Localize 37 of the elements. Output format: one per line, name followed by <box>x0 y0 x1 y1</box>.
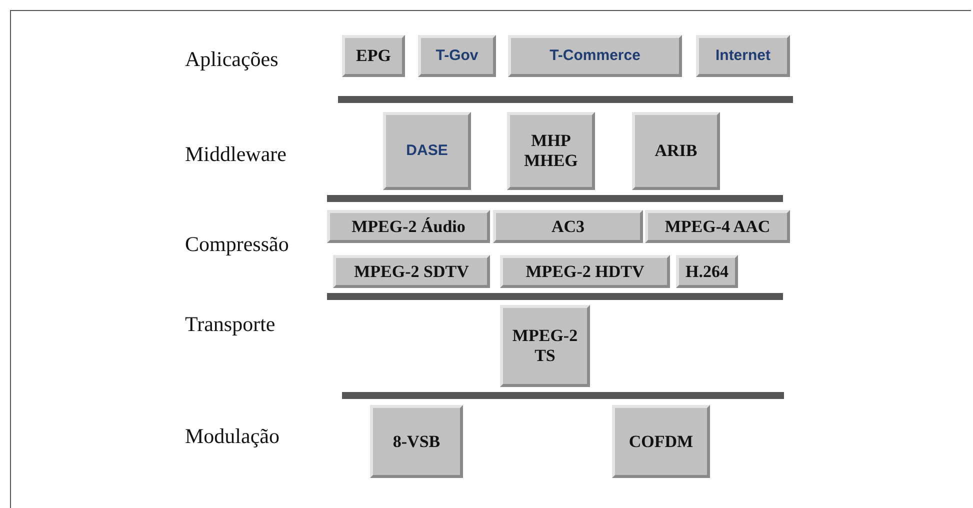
component-name: AC3 <box>551 216 585 236</box>
layer-component-box <box>507 112 595 190</box>
component-name: Internet <box>715 47 770 65</box>
component-name: 8-VSB <box>392 432 440 452</box>
component-name: T-Commerce <box>550 47 640 65</box>
component-name: MPEG-2 SDTV <box>354 262 469 282</box>
layer-component-box <box>342 35 405 77</box>
layer-component-box <box>676 255 738 288</box>
layer-name: Middleware <box>185 142 286 167</box>
layer-component-box <box>500 305 590 387</box>
layer-component-box <box>612 405 710 478</box>
layer-component-box <box>383 112 471 190</box>
layer-component-box <box>333 255 490 288</box>
layer-component-box <box>370 405 463 478</box>
layer-component-box <box>500 255 670 288</box>
layer-component-box <box>493 210 643 243</box>
layer-component-box <box>632 112 720 190</box>
layer-name: Modulação <box>185 424 280 449</box>
layer-component-box <box>418 35 496 77</box>
component-name: MHP MHEG <box>523 131 579 171</box>
component-name: ARIB <box>654 141 698 161</box>
component-name: MPEG-2 TS <box>511 326 579 366</box>
component-name: H.264 <box>686 262 728 282</box>
layer-component-box <box>696 35 790 77</box>
component-name: DASE <box>406 142 448 160</box>
layer-component-box <box>508 35 682 77</box>
layer-name: Transporte <box>185 312 276 337</box>
layer-name: Aplicações <box>185 47 278 72</box>
component-name: COFDM <box>628 432 694 452</box>
component-name: T-Gov <box>436 47 478 65</box>
layer-component-box <box>327 210 490 243</box>
layer-component-box <box>645 210 790 243</box>
component-name: MPEG-2 Áudio <box>352 216 466 236</box>
component-name: EPG <box>356 46 391 66</box>
component-name: MPEG-4 AAC <box>664 216 770 236</box>
component-name: MPEG-2 HDTV <box>526 262 644 282</box>
layer-name: Compressão <box>185 232 289 257</box>
